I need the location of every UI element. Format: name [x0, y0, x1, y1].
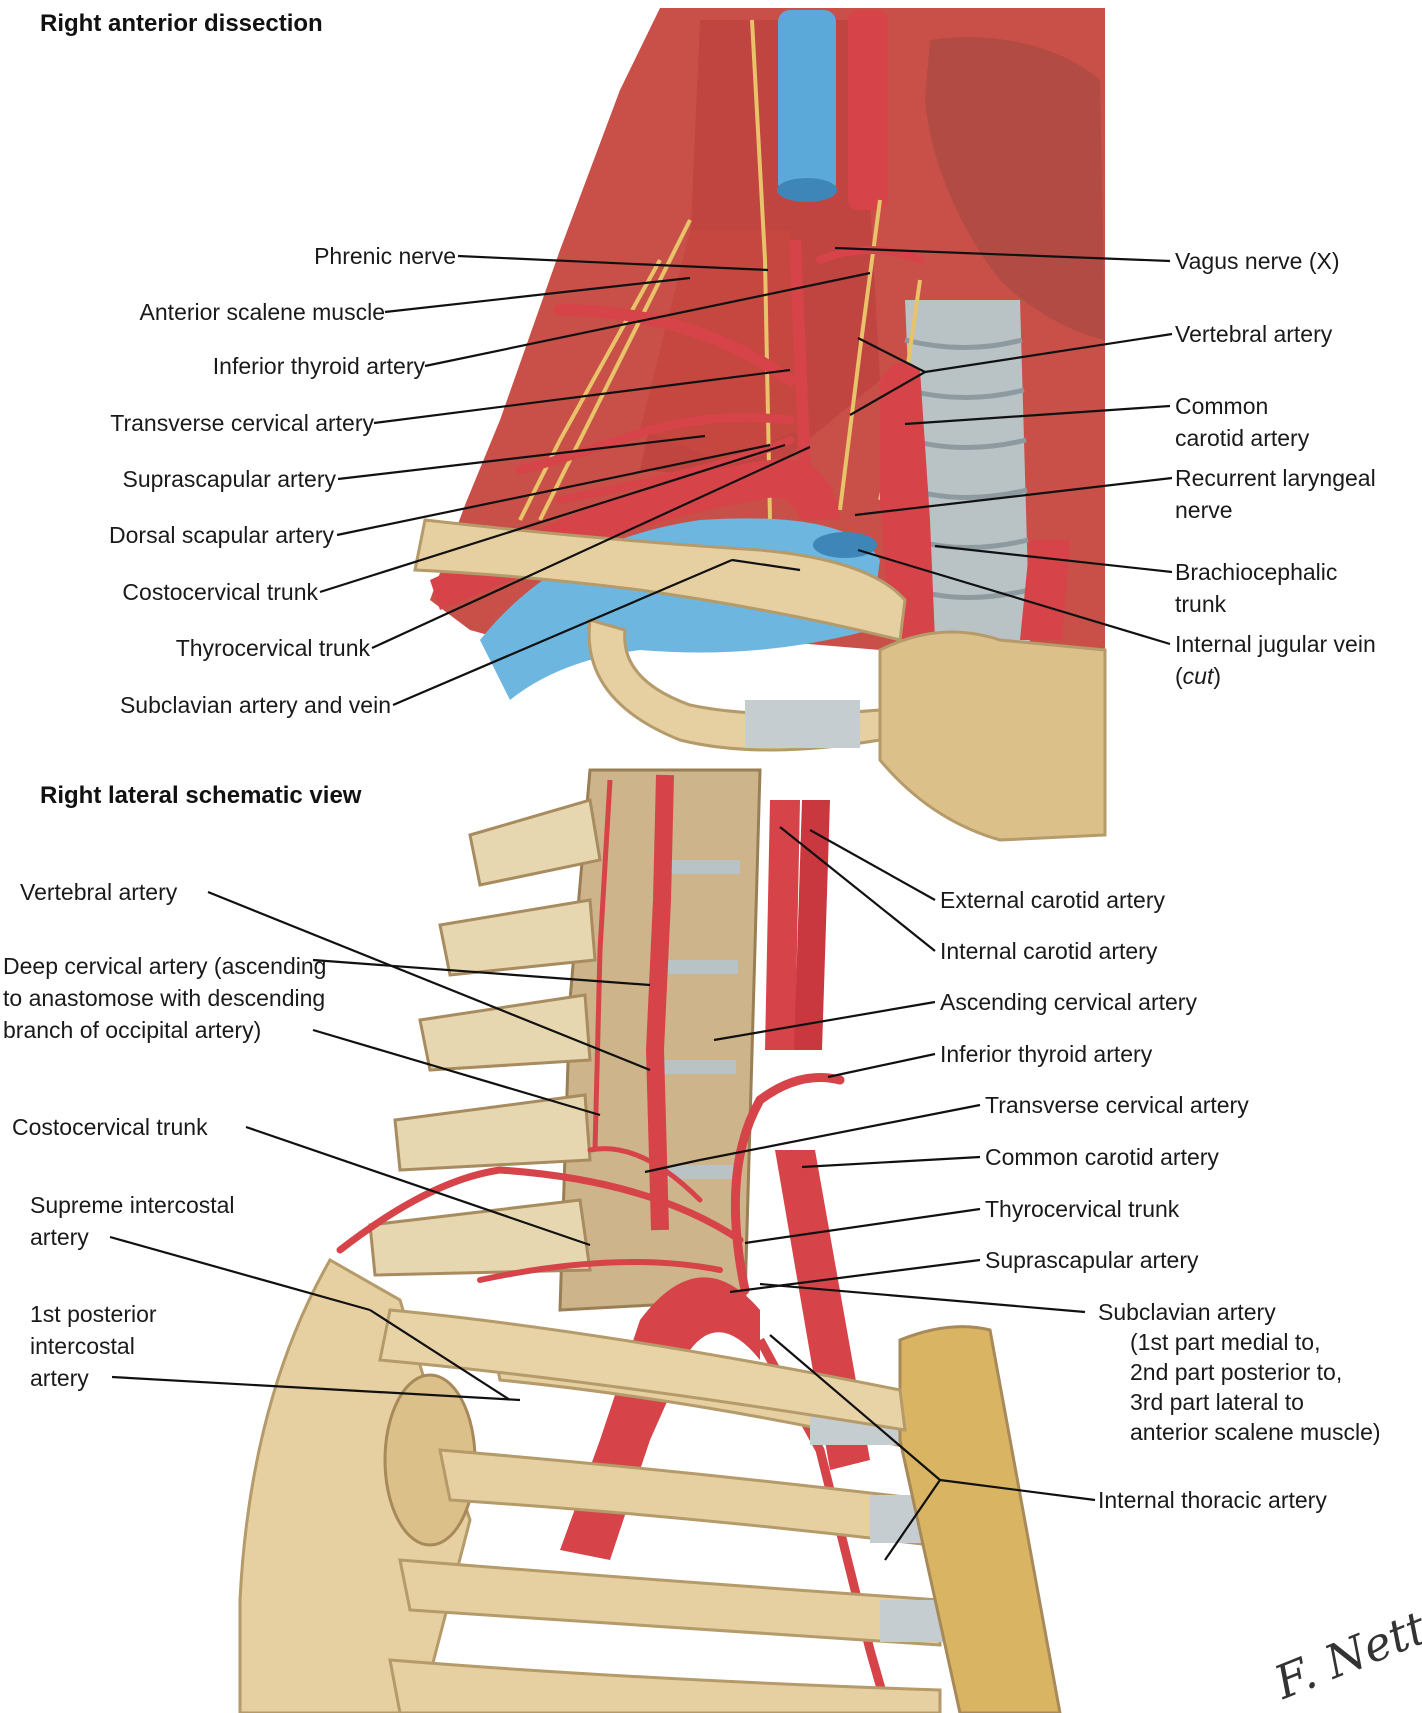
clavicle-lower	[378, 1308, 907, 1432]
label-supreme-intercostal-line2: artery	[30, 1224, 89, 1250]
intervertebral-discs	[660, 860, 740, 1179]
top-dissection-panel	[413, 8, 1107, 842]
label-recurrent-laryngeal-line1: Recurrent laryngeal	[1175, 465, 1376, 491]
label-vertebral-artery-top: Vertebral artery	[1175, 321, 1333, 347]
common-carotid-artery	[880, 362, 935, 640]
vein-cut-end	[777, 178, 837, 202]
sternum	[898, 1325, 1062, 1713]
label-internal-jugular-line1: Internal jugular vein	[1175, 631, 1376, 657]
costal-cartilage-top	[745, 700, 860, 748]
label-internal-jugular-line2: (cut)	[1175, 663, 1222, 689]
thyroid-gland	[925, 36, 1105, 341]
label-vertebral-artery-bottom: Vertebral artery	[20, 879, 178, 905]
bottom-schematic-panel	[238, 768, 1062, 1713]
vertebral-artery-lower	[645, 774, 674, 1231]
label-thyrocervical-trunk-bottom: Thyrocervical trunk	[985, 1196, 1180, 1222]
label-subclavian-artery-line3: 2nd part posterior to,	[1130, 1359, 1343, 1385]
label-1st-posterior-line2: intercostal	[30, 1333, 135, 1359]
label-costocervical-trunk-top: Costocervical trunk	[122, 579, 318, 605]
label-subclavian-artery-and-vein: Subclavian artery and vein	[119, 692, 391, 718]
label-1st-posterior-line3: artery	[30, 1365, 89, 1391]
label-subclavian-artery-line5: anterior scalene muscle)	[1130, 1419, 1381, 1445]
thyrocervical-branches	[336, 1073, 845, 1295]
label-internal-thoracic-artery: Internal thoracic artery	[1098, 1487, 1327, 1513]
manubrium	[878, 630, 1107, 842]
label-brachiocephalic-line1: Brachiocephalic	[1175, 559, 1338, 585]
label-ascending-cervical-artery: Ascending cervical artery	[940, 989, 1197, 1015]
label-external-carotid-artery: External carotid artery	[940, 887, 1165, 913]
label-brachiocephalic-line2: trunk	[1175, 591, 1227, 617]
trachea	[905, 300, 1030, 650]
label-dorsal-scapular-artery: Dorsal scapular artery	[109, 522, 334, 548]
internal-jugular-vein-upper	[778, 10, 836, 195]
label-vagus-nerve: Vagus nerve (X)	[1175, 248, 1340, 274]
label-costocervical-trunk-bottom: Costocervical trunk	[12, 1114, 208, 1140]
top-panel-title: Right anterior dissection	[40, 10, 323, 37]
label-1st-posterior-line1: 1st posterior	[30, 1301, 157, 1327]
label-internal-carotid-artery: Internal carotid artery	[940, 938, 1158, 964]
label-common-carotid-line2: carotid artery	[1175, 425, 1310, 451]
common-carotid-upper	[848, 10, 888, 210]
label-transverse-cervical-artery: Transverse cervical artery	[110, 410, 374, 436]
label-thyrocervical-trunk-top: Thyrocervical trunk	[175, 635, 370, 661]
external-carotid-artery	[765, 800, 800, 1050]
bottom-panel-title: Right lateral schematic view	[40, 782, 362, 809]
right-carotid-lower	[1020, 540, 1070, 640]
vertebral-artery	[789, 239, 811, 471]
label-anterior-scalene-muscle: Anterior scalene muscle	[139, 299, 385, 325]
label-common-carotid-artery-bottom: Common carotid artery	[985, 1144, 1219, 1170]
label-deep-cervical-line2: to anastomose with descending	[3, 985, 326, 1011]
subclavian-branches	[515, 246, 924, 504]
internal-carotid-artery	[794, 800, 830, 1050]
label-suprascapular-artery: Suprascapular artery	[122, 466, 337, 492]
label-phrenic-nerve: Phrenic nerve	[314, 243, 456, 269]
label-recurrent-laryngeal-line2: nerve	[1175, 497, 1233, 523]
subclavian-artery	[430, 458, 840, 610]
label-cut-italic: cut	[1182, 663, 1214, 689]
label-subclavian-artery-line1: Subclavian artery	[1098, 1299, 1276, 1325]
label-suprascapular-artery-bottom: Suprascapular artery	[985, 1247, 1199, 1273]
vertebral-bodies	[368, 798, 602, 1277]
label-inferior-thyroid-artery: Inferior thyroid artery	[212, 353, 425, 379]
label-subclavian-artery-line4: 3rd part lateral to	[1130, 1389, 1304, 1415]
deep-cervical-artery	[592, 779, 613, 1151]
label-inferior-thyroid-artery-bottom: Inferior thyroid artery	[940, 1041, 1153, 1067]
ijv-cut-lower	[813, 532, 877, 558]
label-common-carotid-line1: Common	[1175, 393, 1269, 419]
label-deep-cervical-line3: branch of occipital artery)	[3, 1017, 262, 1043]
label-deep-cervical-line1: Deep cervical artery (ascending	[3, 953, 327, 979]
label-supreme-intercostal-line1: Supreme intercostal	[30, 1192, 235, 1218]
label-subclavian-artery-line2: (1st part medial to,	[1130, 1329, 1321, 1355]
label-transverse-cervical-artery-bottom: Transverse cervical artery	[985, 1092, 1249, 1118]
leader-lines	[109, 246, 1173, 1561]
